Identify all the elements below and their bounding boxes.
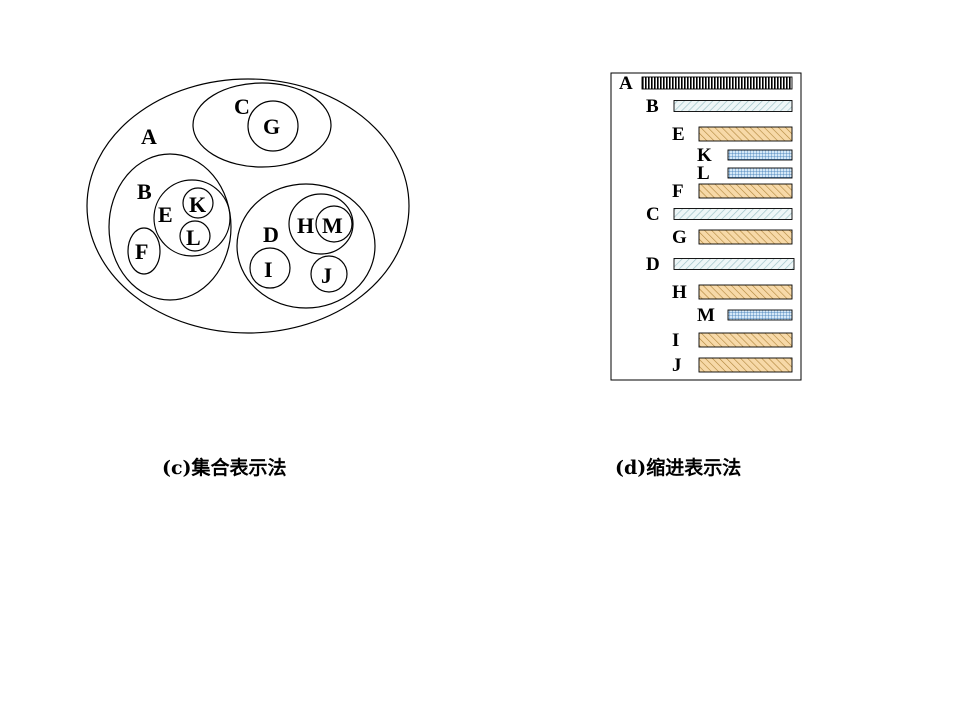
indent-bar-H	[698, 284, 793, 300]
indent-bar-K	[727, 149, 793, 161]
indent-label-I: I	[672, 330, 679, 351]
indent-label-C: C	[646, 204, 660, 225]
set-M-circle	[315, 205, 353, 243]
indent-bar-J	[698, 357, 793, 373]
set-B-ellipse	[108, 153, 232, 301]
set-label-J: J	[321, 263, 332, 288]
set-label-E: E	[158, 202, 173, 227]
indent-label-K: K	[697, 145, 712, 166]
indent-label-J: J	[672, 355, 682, 376]
set-label-F: F	[135, 239, 148, 264]
indent-label-M: M	[697, 305, 715, 326]
set-label-A: A	[141, 124, 157, 149]
indent-bar-L	[727, 167, 793, 179]
indent-bar-A	[641, 76, 793, 90]
set-E-circle	[153, 179, 231, 257]
set-F-ellipse	[127, 227, 161, 275]
indent-label-H: H	[672, 282, 687, 303]
set-diagram-caption: (c)集合表示法	[162, 457, 287, 479]
set-G-circle	[247, 100, 299, 152]
indent-bar-B	[673, 100, 793, 112]
set-J-circle	[310, 255, 348, 293]
indent-label-B: B	[646, 96, 659, 117]
indent-label-F: F	[672, 181, 684, 202]
set-label-C: C	[234, 94, 250, 119]
set-C-ellipse	[192, 82, 332, 168]
indent-bar-D	[673, 258, 795, 270]
set-D-ellipse	[236, 183, 376, 309]
indent-bar-M	[727, 309, 793, 321]
set-A-ellipse	[86, 78, 410, 334]
indent-bar-G	[698, 229, 793, 245]
set-label-M: M	[322, 213, 343, 238]
indent-label-G: G	[672, 227, 687, 248]
indent-diagram-caption: (d)缩进表示法	[615, 457, 742, 479]
set-I-circle	[249, 247, 291, 289]
indent-label-E: E	[672, 124, 685, 145]
set-label-B: B	[137, 179, 152, 204]
set-label-H: H	[297, 213, 314, 238]
indent-bar-F	[698, 183, 793, 199]
indent-bar-E	[698, 126, 793, 142]
set-label-G: G	[263, 114, 280, 139]
set-label-L: L	[186, 225, 201, 250]
set-label-D: D	[263, 222, 279, 247]
indent-label-L: L	[697, 163, 710, 184]
indent-bar-C	[673, 208, 793, 220]
set-label-I: I	[264, 257, 273, 282]
set-K-circle	[182, 187, 214, 219]
set-H-ellipse	[288, 193, 354, 255]
indent-label-D: D	[646, 254, 660, 275]
indent-frame	[610, 72, 802, 381]
set-label-K: K	[189, 192, 206, 217]
indent-bar-I	[698, 332, 793, 348]
set-L-circle	[179, 220, 211, 252]
indent-label-A: A	[619, 73, 633, 94]
